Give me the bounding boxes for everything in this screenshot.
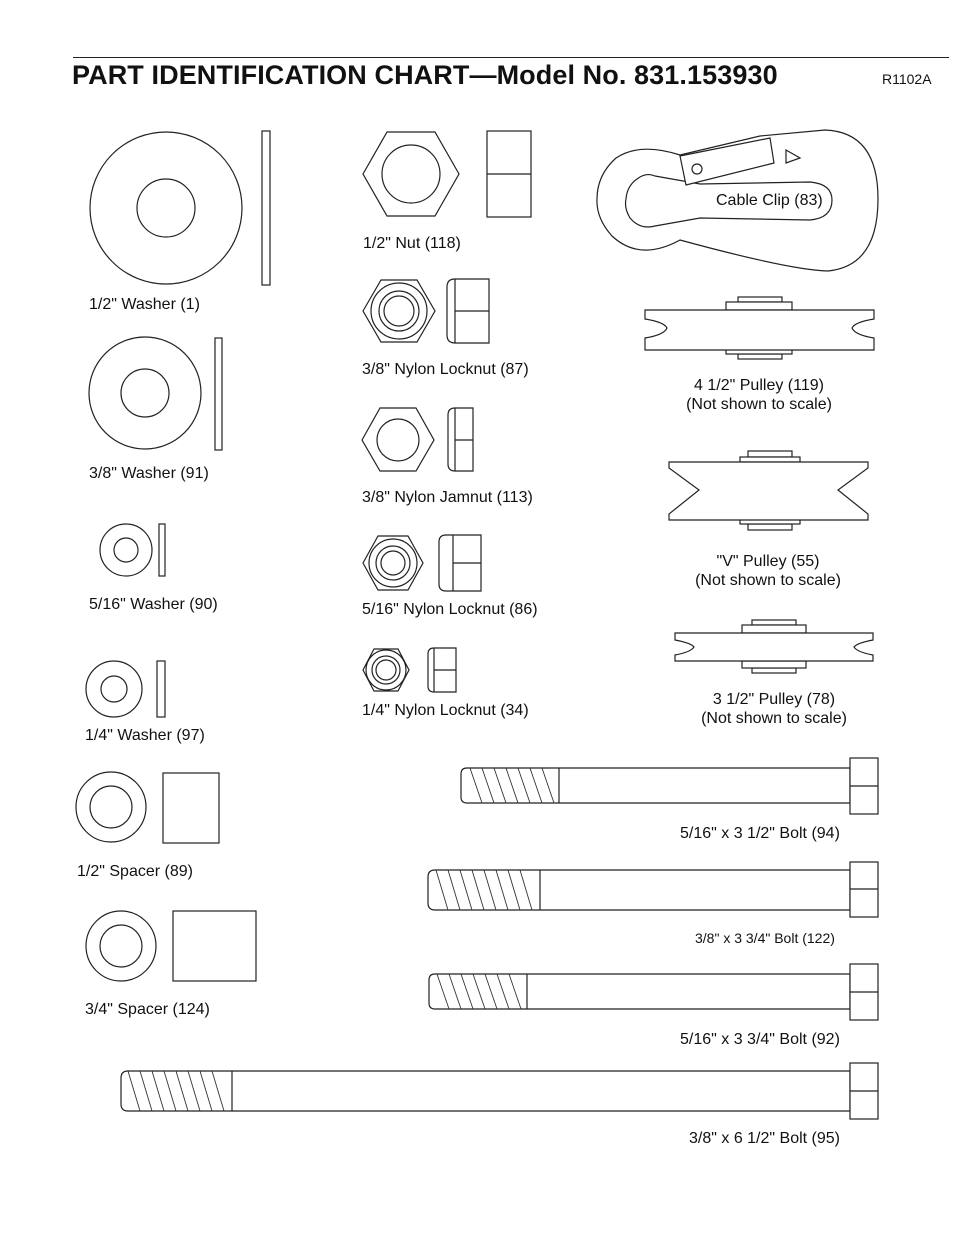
bolt-95-label: 3/8" x 6 1/2" Bolt (95)	[689, 1130, 840, 1147]
bolt-94-drawing	[460, 757, 879, 815]
washer-1-4-drawing	[85, 660, 166, 718]
spacer-half-drawing	[75, 771, 220, 844]
page-title: PART IDENTIFICATION CHART—Model No. 831.…	[72, 60, 778, 90]
pulley-3-5-caption: 3 1/2" Pulley (78) (Not shown to scale)	[701, 690, 847, 728]
washer-5-16-label: 5/16" Washer (90)	[89, 596, 218, 613]
washer-half-label: 1/2" Washer (1)	[89, 296, 200, 313]
pulley-3-5-label: 3 1/2" Pulley (78)	[712, 691, 836, 708]
locknut-5-16-drawing	[362, 534, 482, 592]
bolt-122-drawing	[427, 861, 879, 918]
pulley-4-5-drawing	[644, 296, 875, 360]
bolt-92-label: 5/16" x 3 3/4" Bolt (92)	[680, 1031, 840, 1048]
bolt-95-drawing	[120, 1062, 879, 1120]
header-rule	[73, 57, 949, 58]
document-code: R1102A	[882, 71, 932, 87]
pulley-v-drawing	[668, 450, 869, 531]
jamnut-3-8-label: 3/8" Nylon Jamnut (113)	[362, 489, 533, 506]
jamnut-3-8-drawing	[361, 407, 474, 472]
pulley-v-label: "V" Pulley (55)	[716, 553, 820, 570]
locknut-3-8-drawing	[362, 278, 490, 344]
pulley-v-caption: "V" Pulley (55) (Not shown to scale)	[695, 552, 841, 590]
spacer-3-4-drawing	[85, 910, 257, 982]
locknut-1-4-label: 1/4" Nylon Locknut (34)	[362, 702, 529, 719]
washer-3-8-drawing	[88, 336, 223, 451]
washer-1-4-label: 1/4" Washer (97)	[85, 727, 205, 744]
spacer-3-4-label: 3/4" Spacer (124)	[85, 1001, 210, 1018]
cable-clip-label: Cable Clip (83)	[716, 192, 823, 209]
bolt-92-drawing	[428, 963, 879, 1021]
pulley-3-5-drawing	[674, 619, 874, 674]
washer-5-16-drawing	[99, 523, 166, 577]
bolt-94-label: 5/16" x 3 1/2" Bolt (94)	[680, 825, 840, 842]
locknut-5-16-label: 5/16" Nylon Locknut (86)	[362, 601, 538, 618]
nut-half-label: 1/2" Nut (118)	[363, 235, 461, 252]
nut-half-drawing	[362, 130, 532, 218]
locknut-3-8-label: 3/8" Nylon Locknut (87)	[362, 361, 529, 378]
pulley-v-note: (Not shown to scale)	[695, 572, 841, 589]
pulley-4-5-label: 4 1/2" Pulley (119)	[694, 377, 824, 394]
cable-clip-drawing	[596, 129, 879, 272]
spacer-half-label: 1/2" Spacer (89)	[77, 863, 193, 880]
pulley-3-5-note: (Not shown to scale)	[701, 710, 847, 727]
pulley-4-5-caption: 4 1/2" Pulley (119) (Not shown to scale)	[686, 376, 832, 414]
washer-half-drawing	[89, 130, 271, 286]
bolt-122-label: 3/8" x 3 3/4" Bolt (122)	[695, 930, 835, 946]
locknut-1-4-drawing	[362, 647, 457, 693]
washer-3-8-label: 3/8" Washer (91)	[89, 465, 209, 482]
pulley-4-5-note: (Not shown to scale)	[686, 396, 832, 413]
